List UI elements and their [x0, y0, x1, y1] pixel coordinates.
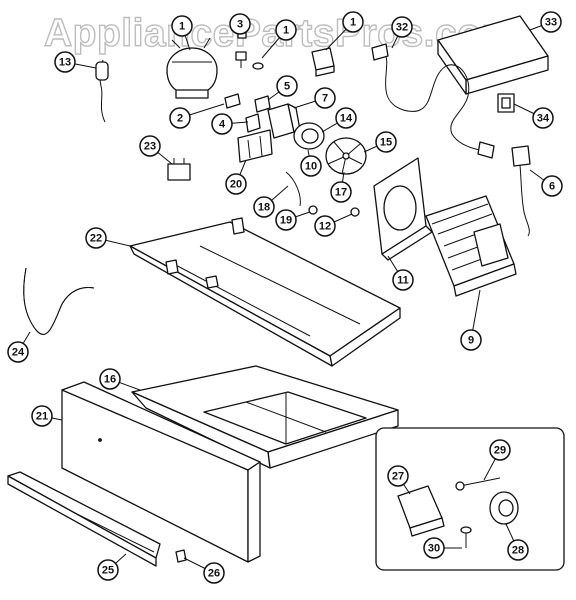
callout-label-c20: 20	[230, 179, 242, 191]
callout-label-c7: 7	[322, 93, 328, 105]
fan-blade-part	[325, 137, 367, 175]
callout-circle-c6	[541, 175, 563, 197]
capacitor-part	[167, 158, 191, 181]
callout-label-c25: 25	[102, 565, 114, 577]
callout-label-c15: 15	[380, 137, 392, 149]
callout-circle-c13	[54, 51, 76, 73]
callout-label-c6: 6	[549, 181, 555, 193]
callout-circle-c34	[532, 107, 554, 129]
condenser-part	[425, 195, 517, 297]
toe-grille-panel-part	[61, 381, 261, 563]
callout-circle-c20	[225, 173, 247, 195]
inset-parts	[397, 477, 519, 548]
parts-layer	[7, 15, 565, 571]
callout-circle-c2	[169, 107, 191, 129]
callout-circle-c19	[275, 209, 297, 231]
callout-circle-c7	[314, 87, 336, 109]
callout-label-c24: 24	[12, 347, 25, 359]
callout-label-c26: 26	[208, 568, 220, 580]
callout-circle-c30	[423, 537, 445, 559]
callout-circle-c10	[300, 155, 322, 177]
base-pan-part	[129, 217, 401, 367]
drain-pan-part	[131, 365, 399, 469]
callout-label-c17: 17	[335, 187, 347, 199]
callout-label-c27: 27	[392, 471, 404, 483]
callout-label-c1a: 1	[179, 21, 185, 33]
switch-part	[497, 93, 515, 113]
wire-lead-part	[95, 59, 109, 123]
compressor-part	[166, 37, 218, 99]
callout-label-c30: 30	[428, 543, 440, 555]
callout-circle-c5	[276, 75, 298, 97]
callout-circle-c21	[31, 405, 53, 427]
callout-label-c22: 22	[90, 233, 102, 245]
bracket-part	[237, 129, 273, 163]
grille-strip-part	[7, 471, 161, 567]
fasteners-part	[285, 171, 360, 217]
callout-circle-c22	[85, 227, 107, 249]
callout-label-c11: 11	[397, 275, 409, 287]
callout-circle-c9	[460, 329, 482, 351]
callout-label-c33: 33	[545, 17, 557, 29]
callout-label-c29: 29	[494, 445, 506, 457]
overload-part	[224, 93, 271, 133]
power-cord-part	[371, 43, 531, 237]
callout-circle-c32	[391, 16, 413, 38]
callout-circle-c12	[314, 215, 336, 237]
fan-shroud-part	[373, 157, 433, 261]
callout-label-c14: 14	[340, 113, 353, 125]
callout-label-c19: 19	[280, 215, 292, 227]
fan-motor-part	[293, 122, 325, 150]
callout-label-c12: 12	[319, 221, 331, 233]
callout-circle-c11	[392, 269, 414, 291]
callout-label-c23: 23	[144, 141, 156, 153]
callout-label-c28: 28	[512, 545, 524, 557]
callout-label-c13: 13	[59, 57, 71, 69]
control-housing-part	[437, 15, 549, 95]
inset-box	[375, 427, 565, 571]
callout-label-c5: 5	[284, 81, 290, 93]
callout-circle-c15	[375, 131, 397, 153]
callout-label-c16: 16	[104, 374, 116, 386]
callout-label-c21: 21	[36, 411, 48, 423]
callout-circle-c29	[489, 439, 511, 461]
callout-label-c1b: 1	[283, 25, 289, 37]
callout-circle-c25	[97, 559, 119, 581]
callout-label-c18: 18	[258, 202, 270, 214]
drain-tube-part	[23, 267, 95, 335]
callout-circle-c27	[387, 465, 409, 487]
callout-circle-c18	[253, 196, 275, 218]
callout-circle-c23	[139, 135, 161, 157]
relay-part	[311, 47, 335, 77]
callout-label-c1c: 1	[350, 17, 356, 29]
callout-label-c32: 32	[396, 22, 408, 34]
callout-circle-c1b	[275, 19, 297, 41]
callout-label-c3: 3	[237, 19, 243, 31]
callout-label-c4: 4	[219, 119, 226, 131]
clip-part	[175, 549, 187, 563]
callout-circle-c4	[211, 113, 233, 135]
callout-circle-c26	[203, 562, 225, 584]
callout-circle-c24	[7, 341, 29, 363]
callout-circle-c17	[330, 181, 352, 203]
callout-circle-c14	[335, 107, 357, 129]
callout-label-c2: 2	[177, 113, 183, 125]
callout-circle-c1c	[342, 11, 364, 33]
callout-circle-c33	[540, 11, 562, 33]
callout-label-c9: 9	[468, 335, 474, 347]
callout-circle-c1a	[171, 15, 193, 37]
callout-circle-c3	[229, 13, 251, 35]
callout-label-c34: 34	[537, 113, 550, 125]
callout-circle-c16	[99, 368, 121, 390]
callout-label-c10: 10	[305, 161, 317, 173]
callout-circle-c28	[507, 539, 529, 561]
